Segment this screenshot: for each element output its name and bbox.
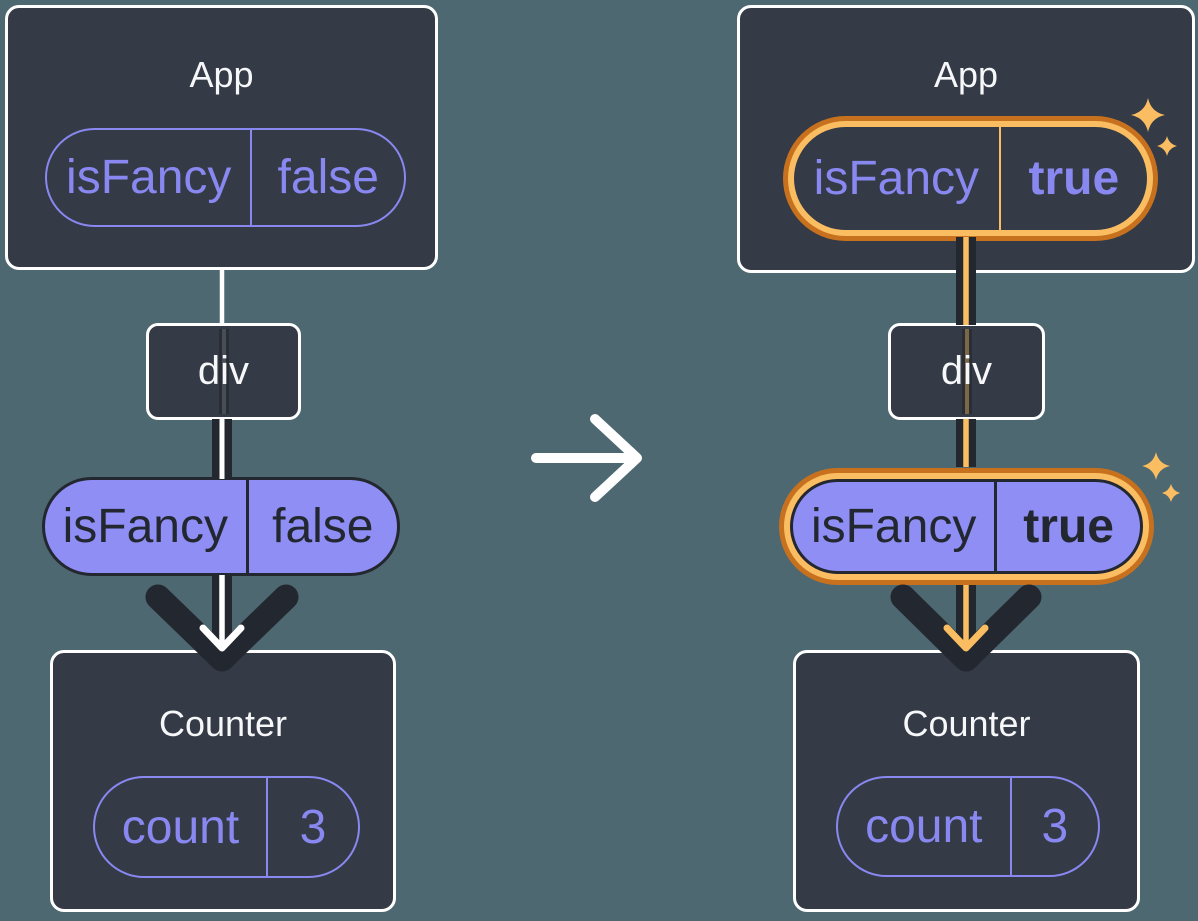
prop-pill-before: isFancy false	[42, 477, 400, 576]
pill-value: true	[998, 127, 1147, 230]
component-box-counter-before: Counter count 3	[50, 650, 396, 912]
connector-through-div-before	[218, 329, 229, 414]
component-box-counter-after: Counter count 3	[793, 650, 1140, 912]
connector-core	[964, 329, 969, 414]
component-title-div-before: div	[197, 349, 250, 393]
pill-value: true	[994, 482, 1140, 571]
pill-key: isFancy	[813, 152, 980, 205]
pill-key: isFancy	[62, 500, 228, 553]
prop-pill-after-highlighted: isFancy true	[790, 479, 1143, 574]
component-box-app-after: App isFancy true	[737, 5, 1195, 273]
component-box-app-before: App isFancy false	[5, 5, 438, 270]
arrow-head-after-inner	[943, 624, 989, 652]
sparkle-icon	[1162, 484, 1180, 502]
pill-key: isFancy	[66, 151, 232, 204]
pill-key: count	[865, 800, 983, 853]
component-title-app-before: App	[189, 54, 254, 95]
component-title-counter-after: Counter	[902, 703, 1031, 744]
sparkle-icon	[1142, 452, 1170, 480]
pill-value: false	[245, 480, 397, 573]
state-pill-counter-before: count 3	[93, 776, 360, 878]
state-pill-app-after-highlighted: isFancy true	[794, 127, 1147, 230]
component-box-div-before: div	[146, 323, 301, 420]
pill-value: 3	[265, 778, 358, 876]
transition-arrow-icon	[531, 414, 642, 502]
pill-value: 3	[1009, 778, 1098, 875]
pill-key: count	[121, 800, 240, 854]
pill-key: isFancy	[810, 500, 977, 553]
component-title-app-after: App	[933, 54, 999, 95]
component-title-counter-before: Counter	[158, 703, 288, 744]
component-box-div-after: div	[888, 323, 1045, 420]
state-pill-counter-after: count 3	[836, 776, 1100, 877]
pill-value: false	[250, 130, 404, 225]
state-pill-app-before: isFancy false	[45, 128, 406, 227]
component-title-div-after: div	[940, 349, 993, 393]
connector-through-div-after	[961, 329, 972, 414]
arrow-head-before-inner	[199, 624, 245, 652]
connector-core	[221, 329, 226, 414]
